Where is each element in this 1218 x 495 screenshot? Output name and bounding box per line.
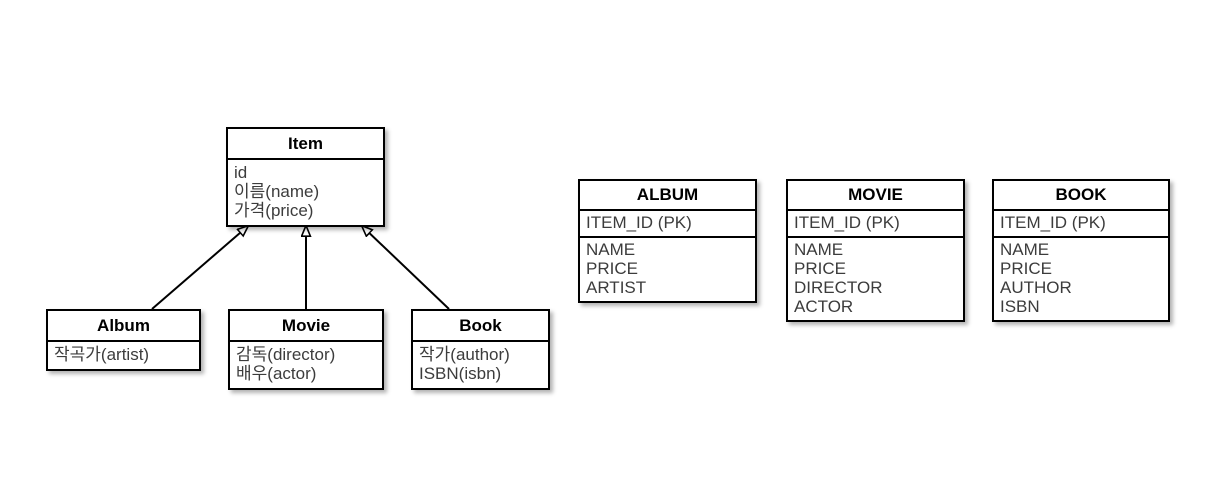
erd-table-movie-key: ITEM_ID (PK) xyxy=(788,209,963,236)
erd-column: NAME xyxy=(794,240,844,260)
erd-column: AUTHOR xyxy=(1000,278,1072,298)
erd-table-album-columns: NAME PRICE ARTIST xyxy=(580,236,755,301)
generalization-line-book xyxy=(362,226,450,310)
erd-table-book-columns: NAME PRICE AUTHOR ISBN xyxy=(994,236,1168,320)
erd-column: ACTOR xyxy=(794,297,854,317)
erd-table-movie-columns: NAME PRICE DIRECTOR ACTOR xyxy=(788,236,963,320)
uml-class-item[interactable]: Item id 이름(name) 가격(price) xyxy=(226,127,385,228)
uml-attribute: 이름(name) xyxy=(234,182,320,202)
uml-class-book-title: Book xyxy=(459,316,502,335)
uml-class-item-title: Item xyxy=(288,134,323,153)
uml-attribute: 배우(actor) xyxy=(236,364,317,384)
erd-column: PRICE xyxy=(794,259,846,279)
erd-table-movie[interactable]: MOVIE ITEM_ID (PK) NAME PRICE DIRECTOR A… xyxy=(786,179,965,323)
uml-attribute: 작곡가(artist) xyxy=(54,345,150,364)
uml-attribute: 감독(director) xyxy=(236,345,336,364)
generalization-line-album xyxy=(151,226,248,310)
erd-table-album-key: ITEM_ID (PK) xyxy=(580,209,755,236)
uml-attribute: 작가(author) xyxy=(419,345,510,364)
erd-column: NAME xyxy=(1000,240,1050,260)
uml-class-book-attributes: 작가(author) ISBN(isbn) xyxy=(413,340,548,388)
erd-table-album-title: ALBUM xyxy=(636,185,699,204)
erd-column: ARTIST xyxy=(586,278,647,298)
erd-table-book-title: BOOK xyxy=(1055,185,1107,204)
uml-class-album-title: Album xyxy=(97,316,150,335)
erd-column: DIRECTOR xyxy=(794,278,883,298)
erd-table-book[interactable]: BOOK ITEM_ID (PK) NAME PRICE AUTHOR ISBN xyxy=(992,179,1170,323)
erd-table-book-key: ITEM_ID (PK) xyxy=(994,209,1168,236)
uml-class-movie-title: Movie xyxy=(281,316,331,335)
uml-class-album-attributes: 작곡가(artist) xyxy=(48,340,199,369)
erd-primary-key: ITEM_ID (PK) xyxy=(586,213,692,232)
uml-class-album[interactable]: Album 작곡가(artist) xyxy=(46,309,201,372)
uml-class-book[interactable]: Book 작가(author) ISBN(isbn) xyxy=(411,309,550,391)
uml-attribute: 가격(price) xyxy=(234,201,314,221)
erd-column: PRICE xyxy=(586,259,638,279)
uml-class-movie-attributes: 감독(director) 배우(actor) xyxy=(230,340,382,388)
erd-table-album[interactable]: ALBUM ITEM_ID (PK) NAME PRICE ARTIST xyxy=(578,179,757,304)
erd-column: PRICE xyxy=(1000,259,1052,279)
erd-primary-key: ITEM_ID (PK) xyxy=(794,213,900,232)
uml-attribute: id xyxy=(234,163,248,182)
erd-column: NAME xyxy=(586,240,636,260)
uml-class-item-attributes: id 이름(name) 가격(price) xyxy=(228,158,383,225)
uml-class-movie[interactable]: Movie 감독(director) 배우(actor) xyxy=(228,309,384,391)
uml-attribute: ISBN(isbn) xyxy=(419,364,502,384)
erd-primary-key: ITEM_ID (PK) xyxy=(1000,213,1106,232)
erd-table-movie-title: MOVIE xyxy=(848,185,903,204)
erd-column: ISBN xyxy=(1000,297,1040,317)
